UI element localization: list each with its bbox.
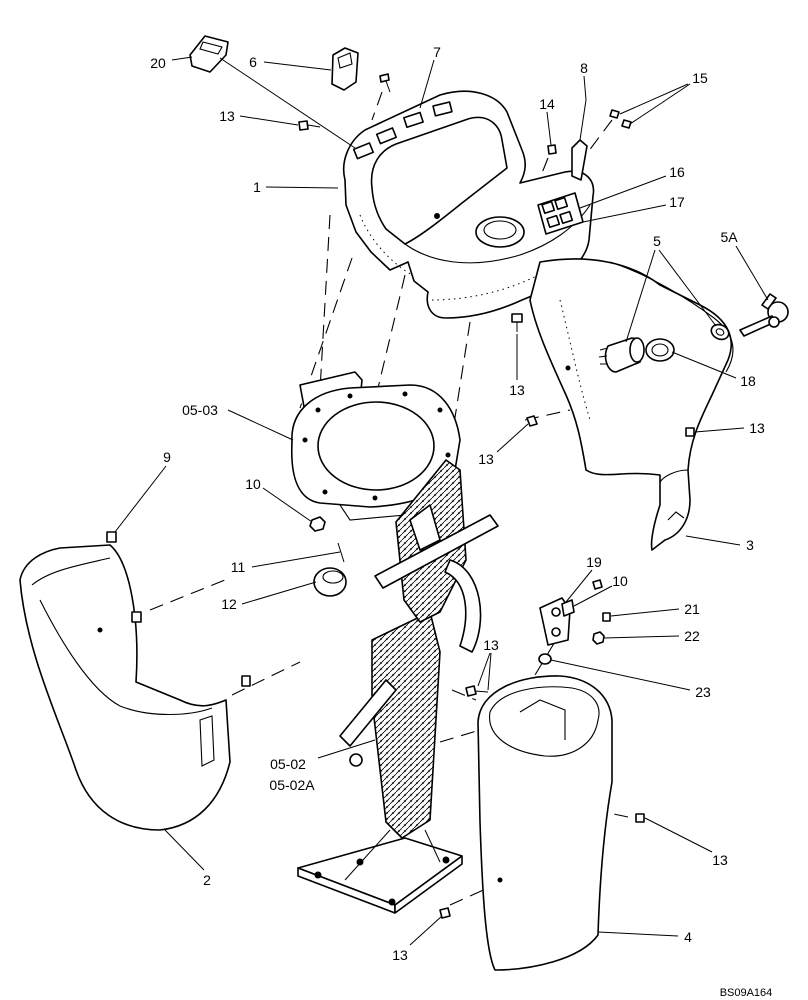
callout-3: 3 <box>746 537 754 553</box>
key-switch-part-5 <box>598 337 645 373</box>
callout-22: 22 <box>684 628 700 644</box>
callout-13: 13 <box>219 108 235 124</box>
callout-labels: 20 6 7 8 15 14 13 1 16 17 5 5A 13 18 05-… <box>150 44 772 999</box>
callout-10: 10 <box>245 476 261 492</box>
callout-8: 8 <box>580 60 588 76</box>
callout-11: 11 <box>231 559 246 575</box>
callout-1: 1 <box>253 179 261 195</box>
callout-23: 23 <box>695 684 711 700</box>
callout-7: 7 <box>433 44 441 60</box>
steering-column-05-02 <box>297 459 499 914</box>
rocker-switch-part-20 <box>189 35 229 73</box>
gauge-cluster-frame-05-03 <box>290 371 461 521</box>
rocker-switch-part-6 <box>331 47 359 91</box>
callout-12: 12 <box>221 596 237 612</box>
callout-6: 6 <box>249 54 257 70</box>
callout-05-02a: 05-02A <box>269 777 315 793</box>
right-side-panel-part-3 <box>529 258 734 551</box>
lock-ring-part-5 <box>710 323 730 341</box>
callout-19: 19 <box>586 554 602 570</box>
callout-4: 4 <box>684 929 692 945</box>
callout-16: 16 <box>669 164 685 180</box>
callout-17: 17 <box>669 194 685 210</box>
callout-9: 9 <box>163 449 171 465</box>
callout-5a: 5A <box>720 229 738 245</box>
callout-18: 18 <box>740 373 756 389</box>
callout-2: 2 <box>203 872 211 888</box>
callout-21: 21 <box>684 601 700 617</box>
ignition-keys-part-5a <box>739 293 789 337</box>
callout-05-03: 05-03 <box>182 402 218 418</box>
leader-lines <box>114 56 769 946</box>
screws-and-fasteners <box>298 73 695 919</box>
callout-05-02: 05-02 <box>270 756 306 772</box>
callout-13: 13 <box>478 451 494 467</box>
instrument-hood-part-1 <box>343 90 595 319</box>
callout-13: 13 <box>509 382 525 398</box>
callout-13: 13 <box>712 852 728 868</box>
callout-10: 10 <box>612 573 628 589</box>
left-lower-panel-part-2 <box>19 531 251 831</box>
callout-14: 14 <box>539 96 555 112</box>
callout-13: 13 <box>483 637 499 653</box>
lower-column-cover-part-4 <box>477 675 613 971</box>
callout-15: 15 <box>692 70 708 86</box>
drawing-number: BS09A164 <box>720 987 773 999</box>
callout-20: 20 <box>150 55 166 71</box>
callout-13: 13 <box>392 947 408 963</box>
connector-part-8 <box>571 99 588 181</box>
callout-13: 13 <box>749 420 765 436</box>
callout-5: 5 <box>653 233 661 249</box>
